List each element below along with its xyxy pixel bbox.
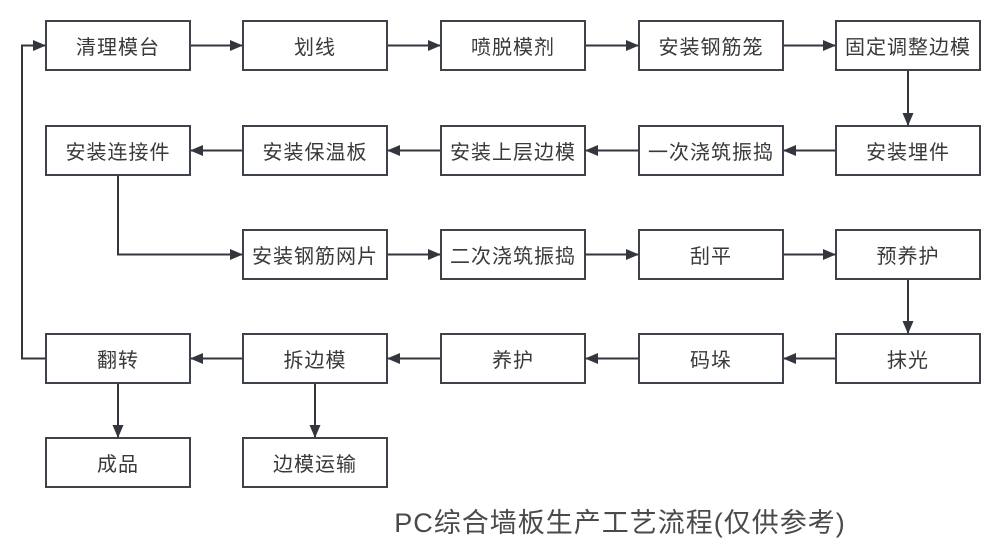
flow-node-install-rebar-mesh: 安装钢筋网片 bbox=[242, 229, 388, 280]
flow-node-pre-curing: 预养护 bbox=[835, 229, 981, 280]
flow-edge-install-connectors-to-install-rebar-mesh bbox=[117, 176, 243, 260]
flow-node-install-upper-side-mold: 安装上层边模 bbox=[440, 125, 586, 176]
flow-node-finished-product: 成品 bbox=[45, 437, 191, 488]
flow-node-install-embedded-parts: 安装埋件 bbox=[835, 125, 981, 176]
flow-node-fix-adjust-side-mold: 固定调整边模 bbox=[835, 20, 981, 71]
flow-node-curing: 养护 bbox=[440, 333, 586, 384]
flow-node-flip: 翻转 bbox=[45, 333, 191, 384]
flow-node-clean-mold-table: 清理模台 bbox=[45, 20, 191, 71]
flow-edge-flip-to-clean-mold-table bbox=[21, 40, 46, 360]
flow-node-second-pour-vibrate: 二次浇筑振捣 bbox=[440, 229, 586, 280]
flow-node-remove-side-mold: 拆边模 bbox=[242, 333, 388, 384]
diagram-caption: PC综合墙板生产工艺流程(仅供参考) bbox=[394, 508, 846, 538]
flow-node-scraping-level: 刮平 bbox=[638, 229, 784, 280]
flow-node-install-connectors: 安装连接件 bbox=[45, 125, 191, 176]
flow-node-install-rebar-cage: 安装钢筋笼 bbox=[638, 20, 784, 71]
flow-node-spray-release-agent: 喷脱模剂 bbox=[440, 20, 586, 71]
flow-node-side-mold-transport: 边模运输 bbox=[242, 437, 388, 488]
flow-node-stacking: 码垛 bbox=[638, 333, 784, 384]
flow-node-marking: 划线 bbox=[242, 20, 388, 71]
flow-node-first-pour-vibrate: 一次浇筑振捣 bbox=[638, 125, 784, 176]
flow-node-polishing: 抹光 bbox=[835, 333, 981, 384]
flow-node-install-insulation-board: 安装保温板 bbox=[242, 125, 388, 176]
